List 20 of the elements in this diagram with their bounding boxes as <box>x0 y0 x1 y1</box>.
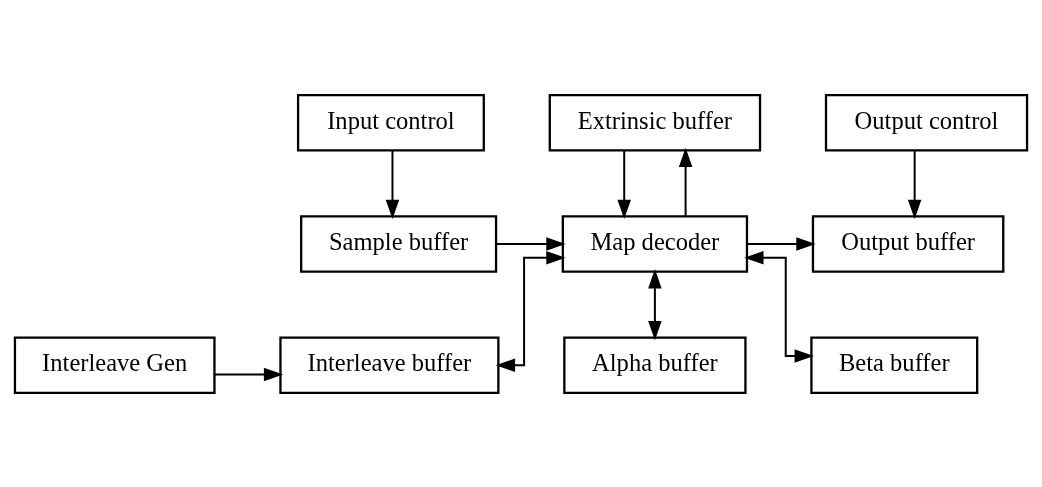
arrow <box>678 147 693 217</box>
node-box: Beta buffer <box>810 335 979 394</box>
node-box: Output control <box>824 93 1029 152</box>
arrow <box>495 236 566 251</box>
arrow <box>385 149 400 219</box>
arrow <box>617 149 631 219</box>
arrow <box>648 268 662 340</box>
arrow <box>495 250 566 372</box>
node-box: Extrinsic buffer <box>548 93 762 152</box>
node-box: Output buffer <box>811 214 1005 273</box>
arrow <box>744 250 814 363</box>
arrow <box>213 367 284 381</box>
node-box: Map decoder <box>561 214 749 273</box>
node-box: Interleave Gen <box>13 335 216 394</box>
node-box: Input control <box>296 93 485 152</box>
node-box: Alpha buffer <box>563 335 747 394</box>
arrow <box>746 236 816 251</box>
arrow <box>907 149 922 219</box>
node-box: Interleave buffer <box>279 335 500 394</box>
node-box: Sample buffer <box>300 214 498 273</box>
